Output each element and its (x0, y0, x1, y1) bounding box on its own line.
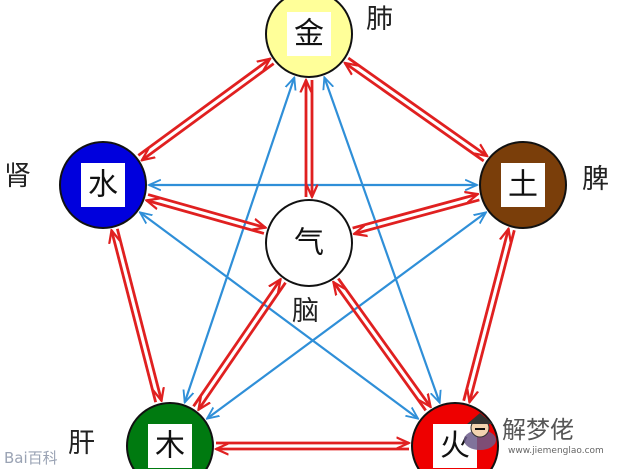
generating-arrow-earth-metal (345, 63, 485, 163)
generating-arrow-metal-water (142, 62, 275, 161)
element-circle-qi (265, 199, 353, 287)
qi-arrow-earth (352, 194, 478, 230)
element-char-earth: 土 (508, 168, 538, 203)
element-node-wood: 木 (126, 402, 214, 469)
organ-label-brain: 脑 (292, 296, 319, 327)
element-label-box-earth (501, 163, 545, 207)
element-label-box-metal (287, 12, 331, 56)
generating-arrow-water-wood (115, 228, 161, 401)
organ-label-liver: 肝 (68, 428, 95, 459)
watermark-site-name: 解梦佬 (502, 416, 574, 444)
element-label-box-wood (148, 424, 192, 468)
generating-arrow-fire-earth (462, 229, 509, 402)
generating-arrow-fire-earth (470, 229, 516, 402)
element-char-wood: 木 (155, 429, 185, 464)
element-char-water: 水 (88, 168, 118, 203)
baidu-watermark: Bai百科 (4, 449, 58, 467)
organ-label-lung: 肺 (366, 4, 393, 35)
element-char-qi: 气 (294, 226, 324, 261)
generating-arrow-water-wood (112, 230, 158, 403)
generating-arrow-metal-water (137, 59, 270, 157)
organ-label-kidney: 肾 (4, 161, 31, 192)
element-char-metal: 金 (294, 17, 324, 52)
qi-arrow-earth (354, 198, 480, 234)
generating-arrow-earth-metal (347, 56, 487, 156)
element-node-metal: 金 (265, 0, 353, 78)
qi-arrow-wood (198, 281, 287, 410)
generating-cycle-arrows (112, 56, 516, 449)
element-char-fire: 火 (440, 429, 470, 464)
controlling-arrow-wood-earth (207, 212, 486, 418)
qi-arrow-water (147, 193, 265, 228)
watermark-site-url: www.jiemenglao.com (508, 446, 604, 456)
qi-arrow-wood (192, 279, 281, 408)
qi-arrow-fire (333, 282, 427, 412)
element-nodes: 金水 土木 火 气 (59, 0, 567, 469)
element-node-earth: 土 (479, 141, 567, 229)
element-node-water: 水 (59, 141, 147, 229)
organ-label-spleen: 脾 (582, 164, 609, 195)
qi-arrow-water (146, 200, 265, 235)
element-label-box-water (81, 163, 125, 207)
fortune-teller-icon (464, 413, 496, 450)
element-node-qi: 气 (265, 199, 353, 287)
qi-arrow-fire (337, 277, 430, 407)
